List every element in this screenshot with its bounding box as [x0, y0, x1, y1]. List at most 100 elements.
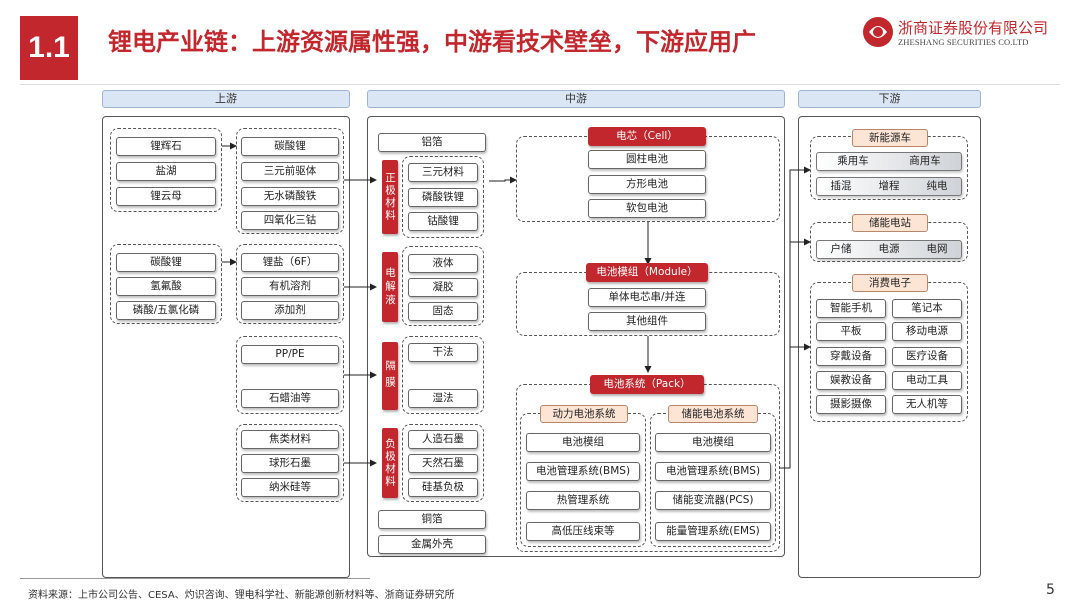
- consumer-item: 摄影摄像: [816, 395, 886, 414]
- cell-title: 电芯（Cell）: [588, 127, 706, 146]
- nev-powertrain-types: 插混 增程 纯电: [816, 177, 962, 196]
- page-title: 锂电产业链：上游资源属性强，中游看技术壁垒，下游应用广: [108, 28, 756, 56]
- consumer-item: 医疗设备: [892, 347, 962, 366]
- cathode-material-item: 钴酸锂: [408, 212, 478, 231]
- module-title: 电池模组（Module）: [586, 263, 708, 282]
- footer-divider: [20, 578, 370, 579]
- upstream-product-item: 焦类材料: [241, 430, 339, 449]
- electrolyte-item: 固态: [408, 302, 478, 321]
- storage-system-item: 能量管理系统(EMS): [655, 522, 771, 541]
- nev-title: 新能源车: [852, 129, 928, 147]
- column-header-upstream: 上游: [102, 90, 350, 108]
- section-number-badge: 1.1: [20, 16, 78, 80]
- consumer-item: 娱教设备: [816, 371, 886, 390]
- nev-type-item: 乘用车: [837, 155, 869, 167]
- consumer-item: 电动工具: [892, 371, 962, 390]
- upstream-group3-products: [236, 336, 344, 414]
- upstream-group1-sources: [110, 128, 222, 212]
- upstream-group4-products: [236, 424, 344, 502]
- upstream-source-item: 盐湖: [116, 162, 216, 181]
- source-note: 资料来源：上市公司公告、CESA、灼识咨询、锂电科学社、新能源创新材料等、浙商证…: [28, 590, 455, 601]
- consumer-item: 移动电源: [892, 322, 962, 341]
- copper-foil-box: 铜箔: [378, 510, 486, 529]
- aluminum-foil-box: 铝箔: [378, 133, 486, 152]
- cathode-material-group: [402, 156, 484, 238]
- ess-type-item: 电源: [878, 243, 900, 255]
- cell-type-item: 方形电池: [588, 175, 706, 194]
- upstream-product-item: 添加剂: [241, 301, 339, 320]
- anode-material-group: [402, 424, 484, 502]
- anode-material-item: 人造石墨: [408, 430, 478, 449]
- power-system-item: 热管理系统: [526, 491, 640, 510]
- cathode-material-item: 三元材料: [408, 163, 478, 182]
- upstream-source-item: 锂辉石: [116, 137, 216, 156]
- separator-item: 湿法: [408, 389, 478, 408]
- upstream-source-item: 氢氟酸: [116, 277, 216, 296]
- power-system-item: 电池模组: [526, 433, 640, 452]
- nev-powertrain-item: 增程: [878, 180, 900, 192]
- metal-shell-box: 金属外壳: [378, 535, 486, 554]
- company-logo-icon: [863, 17, 893, 47]
- ess-type-item: 户储: [830, 243, 852, 255]
- consumer-item: 平板: [816, 322, 886, 341]
- consumer-item: 穿戴设备: [816, 347, 886, 366]
- upstream-source-item: 锂云母: [116, 187, 216, 206]
- anode-material-item: 天然石墨: [408, 454, 478, 473]
- column-header-midstream: 中游: [367, 90, 785, 108]
- consumer-item: 智能手机: [816, 299, 886, 318]
- power-system-item: 电池管理系统(BMS): [526, 462, 640, 481]
- upstream-product-item: 四氧化三钴: [241, 211, 339, 230]
- cathode-material-label: 正极材料: [382, 160, 398, 234]
- company-name-en: ZHESHANG SECURITIES CO.LTD: [898, 37, 1029, 47]
- nev-type-item: 商用车: [909, 155, 941, 167]
- nev-powertrain-item: 插混: [830, 180, 852, 192]
- upstream-product-item: 石蜡油等: [241, 389, 339, 408]
- upstream-product-item: 三元前驱体: [241, 162, 339, 181]
- ess-title: 储能电站: [852, 214, 928, 232]
- storage-system-item: 储能变流器(PCS): [655, 491, 771, 510]
- upstream-group2-products: [236, 244, 344, 324]
- cell-type-item: 圆柱电池: [588, 150, 706, 169]
- page-number: 5: [1046, 582, 1055, 598]
- storage-system-item: 电池模组: [655, 433, 771, 452]
- consumer-item: 无人机等: [892, 395, 962, 414]
- nev-powertrain-item: 纯电: [926, 180, 948, 192]
- electrolyte-item: 液体: [408, 254, 478, 273]
- separator-group: [402, 336, 484, 414]
- separator-item: 干法: [408, 343, 478, 362]
- electrolyte-item: 凝胶: [408, 278, 478, 297]
- upstream-source-item: 碳酸锂: [116, 253, 216, 272]
- upstream-group2-sources: [110, 244, 222, 324]
- upstream-group1-products: [236, 128, 344, 234]
- anode-material-label: 负极材料: [382, 428, 398, 498]
- column-header-downstream: 下游: [798, 90, 981, 108]
- cathode-material-item: 磷酸铁锂: [408, 188, 478, 207]
- ess-types: 户储 电源 电网: [816, 240, 962, 259]
- upstream-product-item: 碳酸锂: [241, 137, 339, 156]
- upstream-source-item: 磷酸/五氯化磷: [116, 301, 216, 320]
- module-item: 其他组件: [588, 312, 706, 331]
- upstream-product-item: 无水磷酸铁: [241, 187, 339, 206]
- consumer-item: 笔记本: [892, 299, 962, 318]
- anode-material-item: 硅基负极: [408, 478, 478, 497]
- cell-type-item: 软包电池: [588, 199, 706, 218]
- upstream-product-item: 球形石墨: [241, 454, 339, 473]
- pack-title: 电池系统（Pack）: [590, 375, 704, 394]
- upstream-product-item: 有机溶剂: [241, 277, 339, 296]
- company-name-cn: 浙商证券股份有限公司: [898, 19, 1049, 37]
- storage-battery-system-title: 储能电池系统: [668, 405, 758, 423]
- storage-system-item: 电池管理系统(BMS): [655, 462, 771, 481]
- upstream-product-item: PP/PE: [241, 345, 339, 364]
- upstream-product-item: 纳米硅等: [241, 478, 339, 497]
- separator-label: 隔膜: [382, 342, 398, 410]
- consumer-electronics-title: 消费电子: [852, 274, 928, 292]
- header-divider: [20, 84, 1060, 85]
- power-system-item: 高低压线束等: [526, 522, 640, 541]
- module-item: 单体电芯串/并连: [588, 288, 706, 307]
- ess-type-item: 电网: [926, 243, 948, 255]
- electrolyte-group: [402, 246, 484, 326]
- nev-vehicle-types: 乘用车 商用车: [816, 152, 962, 171]
- power-battery-system-title: 动力电池系统: [540, 405, 628, 423]
- upstream-product-item: 锂盐（6F）: [241, 253, 339, 272]
